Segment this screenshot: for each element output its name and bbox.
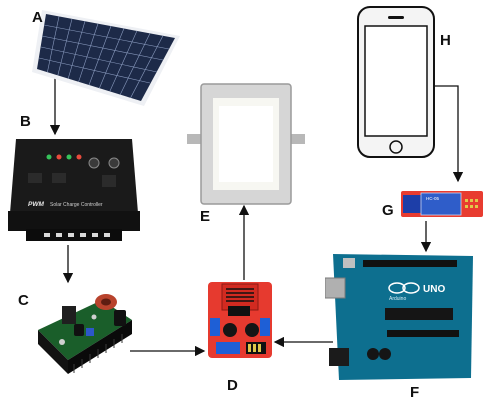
bluetooth-module-image: HC-05 — [401, 191, 483, 217]
controller-brand-text: PWM — [28, 201, 44, 208]
label-h: H — [440, 32, 451, 49]
label-b: B — [20, 113, 31, 130]
arduino-logo-text: UNO — [423, 284, 445, 295]
arrow-h-to-g — [432, 85, 464, 183]
bluetooth-model-text: HC-05 — [426, 196, 440, 201]
motor-driver-image — [208, 282, 272, 358]
smartphone-image — [357, 6, 435, 158]
controller-name-text: Solar Charge Controller — [50, 202, 103, 208]
solar-panel-image — [32, 10, 180, 106]
label-d: D — [227, 377, 238, 394]
label-f: F — [410, 384, 420, 401]
arduino-uno-image: UNO Arduino — [325, 254, 473, 380]
label-c: C — [18, 292, 29, 309]
label-e: E — [200, 208, 211, 225]
dc-dc-converter-image — [38, 294, 132, 374]
led-panel-image — [187, 83, 305, 205]
label-g: G — [382, 202, 394, 219]
arduino-brand-text: Arduino — [389, 296, 406, 302]
charge-controller-image: PWM Solar Charge Controller — [8, 139, 140, 241]
label-a: A — [32, 9, 43, 26]
